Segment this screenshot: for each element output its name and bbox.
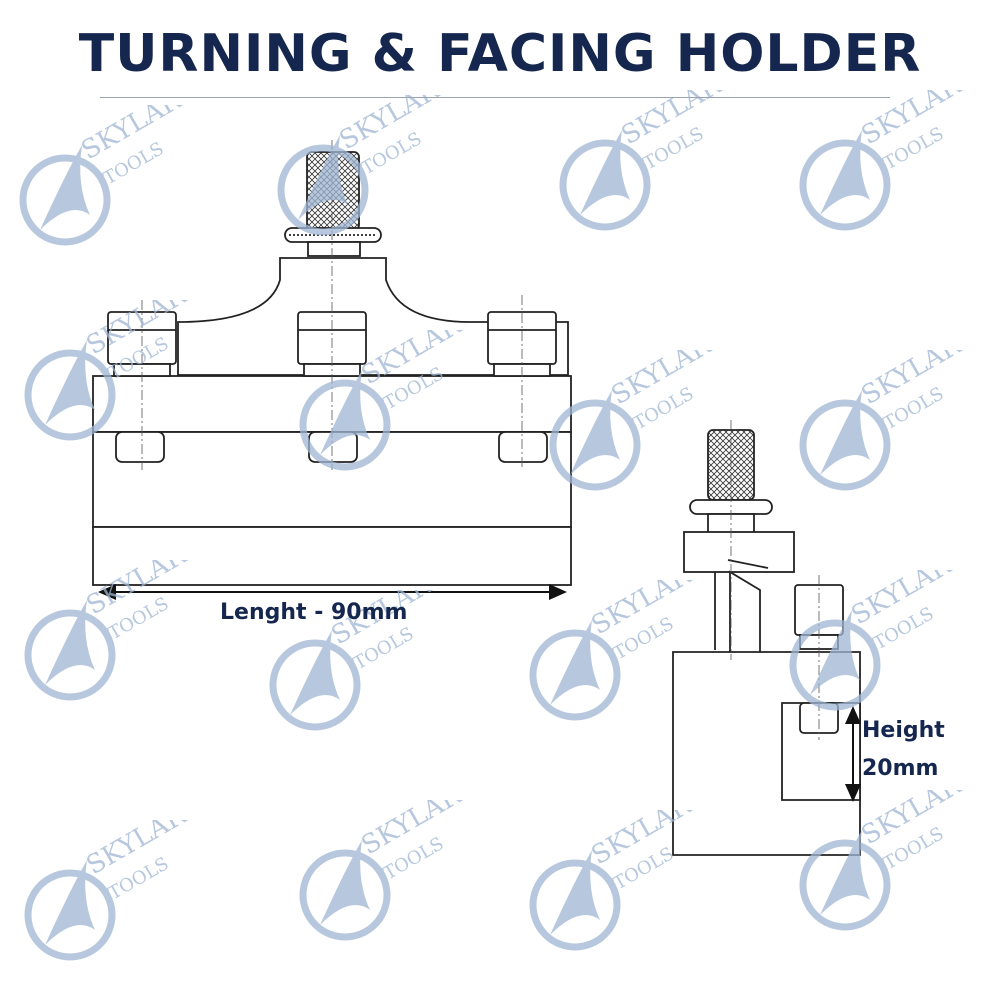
length-label: Lenght - 90mm [220,600,408,625]
bird-logo-icon [799,839,891,931]
height-label-line1: Height [862,718,945,743]
side-clamp [683,531,795,573]
bird-logo-icon [269,639,361,731]
bird-logo-icon [299,379,391,471]
bird-logo-icon [24,869,116,961]
screw-head-left [115,431,165,463]
bird-logo-icon [549,399,641,491]
bird-logo-icon [299,849,391,941]
bird-logo-icon [789,619,881,711]
center-boss [177,257,569,376]
bird-logo-icon [559,139,651,231]
screw-head-right [498,431,548,463]
height-label-line2: 20mm [862,756,939,781]
front-view [92,140,572,586]
base-plate [92,526,572,586]
bird-logo-icon [24,349,116,441]
bird-logo-icon [24,609,116,701]
top-nut-center [297,311,367,377]
bird-logo-icon [799,139,891,231]
bird-logo-icon [799,399,891,491]
bird-logo-icon [277,144,369,236]
title-divider [100,97,890,98]
bird-logo-icon [529,859,621,951]
bird-logo-icon [529,629,621,721]
page-title: TURNING & FACING HOLDER [78,24,922,84]
bird-logo-icon [19,154,111,246]
